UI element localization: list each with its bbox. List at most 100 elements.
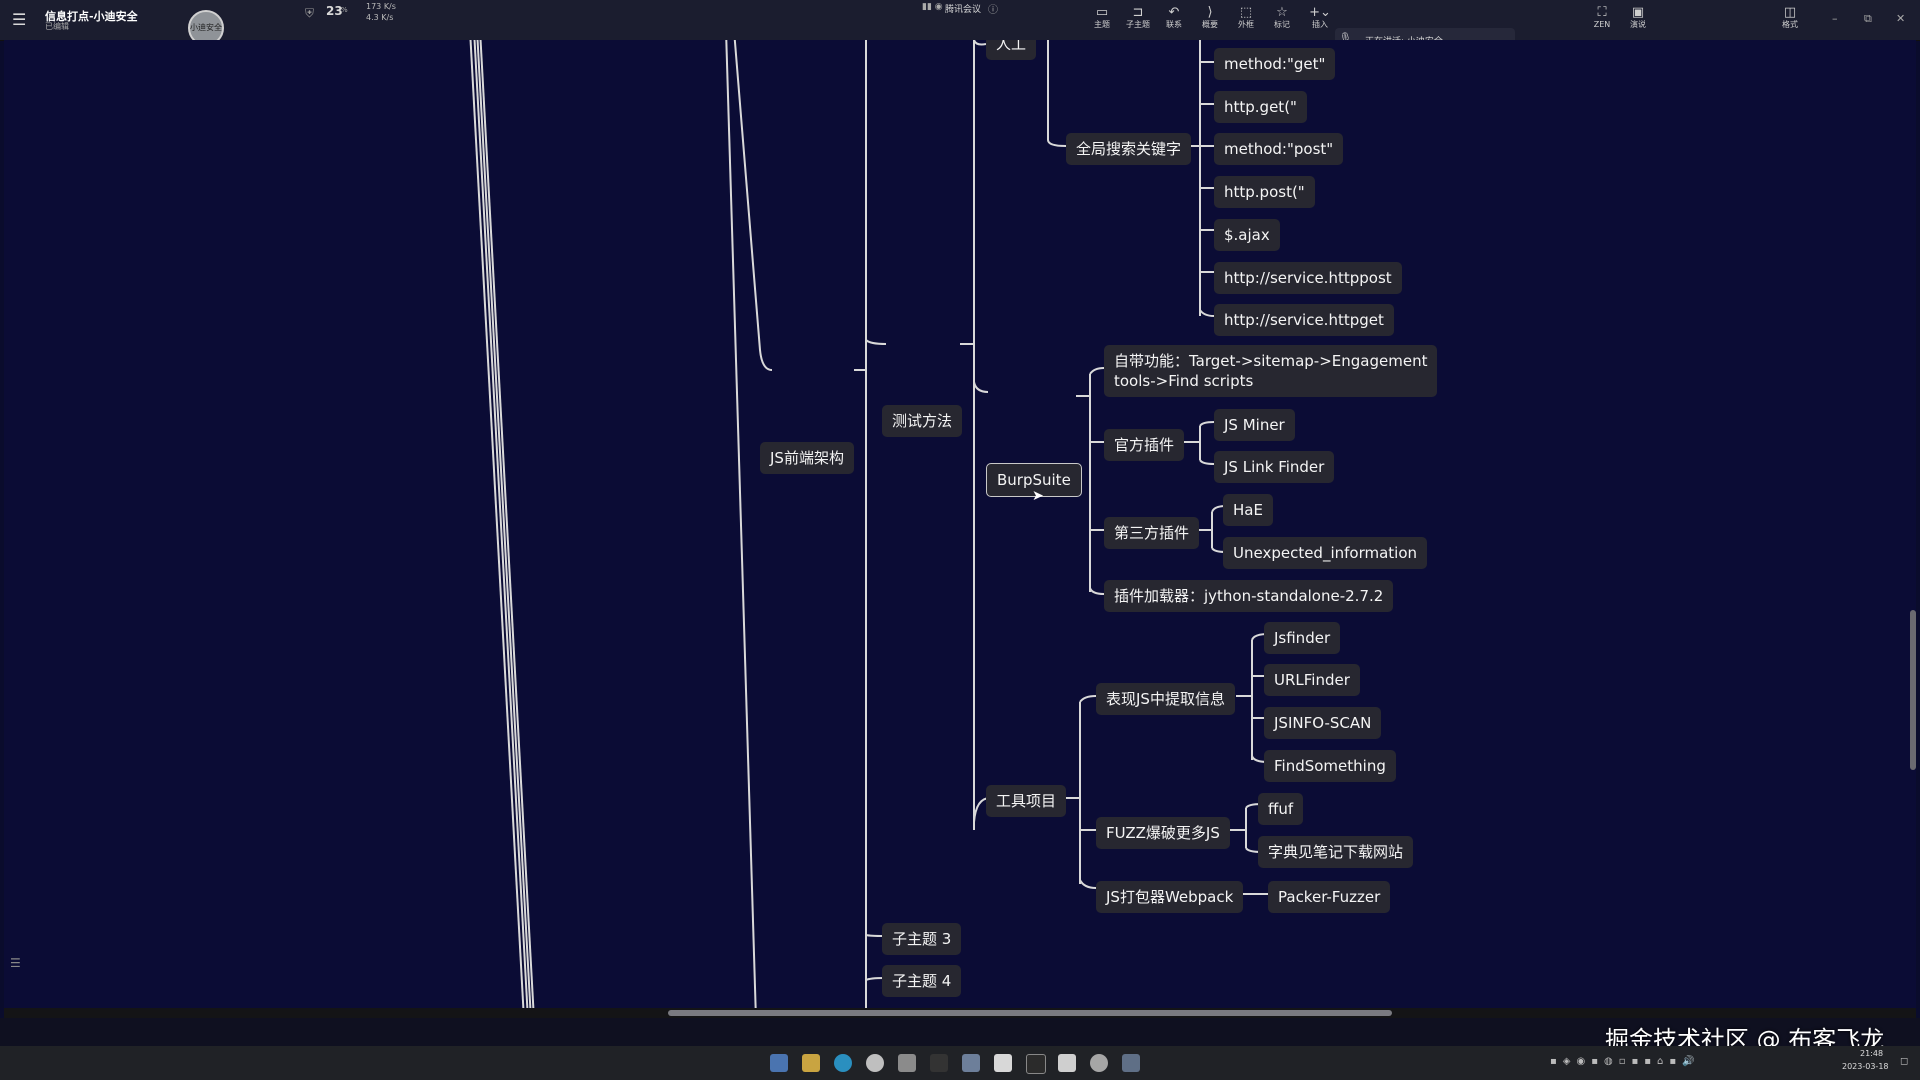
mindmap-canvas[interactable]: 人工 全局搜索关键字 method:"get" http.get(" metho… xyxy=(4,40,1916,1008)
topic-plugin-loader[interactable]: 插件加载器：jython-standalone-2.7.2 xyxy=(1104,580,1394,612)
keyword-service-httpget[interactable]: http://service.httpget xyxy=(1214,304,1394,336)
start-icon[interactable] xyxy=(770,1054,788,1072)
horizontal-scrollbar[interactable] xyxy=(4,1008,1916,1018)
upload-speed: 173 K/s xyxy=(366,2,396,11)
chrome-icon[interactable] xyxy=(866,1054,884,1072)
topic-fuzz-more-js[interactable]: FUZZ爆破更多JS xyxy=(1096,817,1230,849)
keyword-http-get[interactable]: http.get(" xyxy=(1214,91,1307,123)
plugin-js-link-finder[interactable]: JS Link Finder xyxy=(1214,451,1335,483)
topic-burpsuite[interactable]: BurpSuite xyxy=(986,463,1082,497)
boundary-icon: ⬚ xyxy=(1239,5,1253,20)
clock-time[interactable]: 21:48 xyxy=(1860,1049,1884,1058)
topic-extract-js-info[interactable]: 表现JS中提取信息 xyxy=(1096,683,1235,715)
notepad-icon[interactable] xyxy=(1058,1054,1076,1072)
connector xyxy=(973,40,987,46)
tool-findsomething[interactable]: FindSomething xyxy=(1264,750,1396,782)
zen-button[interactable]: ⛶ZEN xyxy=(1585,6,1619,30)
connector xyxy=(473,40,529,1008)
cursor-icon: ➤ xyxy=(1032,488,1044,504)
signal-icon: ▮▮ ◉ xyxy=(922,2,943,12)
boundary-button[interactable]: ⬚外框 xyxy=(1229,6,1263,30)
app-icon[interactable] xyxy=(962,1054,980,1072)
tool-dictionary-download[interactable]: 字典见笔记下载网站 xyxy=(1258,836,1414,868)
status-strip xyxy=(0,1018,1920,1046)
topic-js-frontend[interactable]: JS前端架构 xyxy=(760,442,854,474)
topic-subtopic-4[interactable]: 子主题 4 xyxy=(882,965,962,997)
network-value: 23 xyxy=(326,4,343,18)
file-explorer-icon[interactable] xyxy=(802,1054,820,1072)
minimize-icon[interactable]: – xyxy=(1832,12,1838,25)
microphone-icon: 🎙 xyxy=(1339,33,1352,44)
terminal-icon[interactable] xyxy=(1026,1054,1046,1074)
topic-button[interactable]: ▭主题 xyxy=(1085,6,1119,30)
xmind-icon[interactable] xyxy=(1122,1054,1140,1072)
info-icon[interactable]: ⓘ xyxy=(988,5,998,16)
menu-icon[interactable]: ☰ xyxy=(12,10,27,29)
tool-packer-fuzzer[interactable]: Packer-Fuzzer xyxy=(1268,881,1391,913)
insert-icon: +⌄ xyxy=(1309,5,1331,20)
relation-button[interactable]: ↶联系 xyxy=(1157,6,1191,30)
topic-third-party-plugins[interactable]: 第三方插件 xyxy=(1104,517,1200,549)
keyword-http-post[interactable]: http.post(" xyxy=(1214,176,1315,208)
topic-js-packer-webpack[interactable]: JS打包器Webpack xyxy=(1096,881,1244,913)
topic-test-method[interactable]: 测试方法 xyxy=(882,405,963,437)
plugin-hae[interactable]: HaE xyxy=(1223,494,1273,526)
summary-icon: ⟩ xyxy=(1207,5,1213,20)
connector xyxy=(865,339,887,345)
tool-jsfinder[interactable]: Jsfinder xyxy=(1264,622,1341,654)
connector xyxy=(476,40,532,1008)
document-title: 信息打点-小迪安全 xyxy=(45,10,138,23)
keyword-service-httppost[interactable]: http://service.httppost xyxy=(1214,262,1402,294)
outline-icon[interactable]: ☰ xyxy=(10,956,21,970)
notification-icon[interactable]: ◻ xyxy=(1900,1056,1909,1067)
connector xyxy=(865,934,885,937)
topic-official-plugins[interactable]: 官方插件 xyxy=(1104,429,1185,461)
tool-jsinfo-scan[interactable]: JSINFO-SCAN xyxy=(1264,707,1382,739)
edge-icon[interactable] xyxy=(834,1054,852,1072)
clock-date[interactable]: 2023-03-18 xyxy=(1842,1062,1889,1071)
topic-manual[interactable]: 人工 xyxy=(986,40,1037,60)
avatar-label: 小迪安全 xyxy=(190,23,222,32)
horizontal-scrollbar-thumb[interactable] xyxy=(668,1010,1392,1016)
app-icon[interactable] xyxy=(1090,1054,1108,1072)
format-button[interactable]: ◫格式 xyxy=(1773,6,1807,30)
vertical-scrollbar[interactable] xyxy=(1910,610,1916,770)
connector xyxy=(479,40,535,1008)
app-icon[interactable] xyxy=(994,1054,1012,1072)
topic-subtopic-3[interactable]: 子主题 3 xyxy=(882,923,962,955)
topic-tools[interactable]: 工具项目 xyxy=(986,785,1067,817)
os-taskbar: ▪◈◉▪◍▫▪▪⌂▪🔊 21:48 2023-03-18 ◻ xyxy=(0,1046,1920,1080)
download-speed: 4.3 K/s xyxy=(366,13,394,22)
connector xyxy=(1199,459,1215,465)
connector xyxy=(733,40,773,371)
app-icon[interactable] xyxy=(898,1054,916,1072)
topic-global-search[interactable]: 全局搜索关键字 xyxy=(1066,133,1192,165)
connector xyxy=(1089,367,1105,375)
app-icon[interactable] xyxy=(930,1054,948,1072)
document-status: 已编辑 xyxy=(45,22,69,31)
connector xyxy=(1047,40,1067,147)
plugin-js-miner[interactable]: JS Miner xyxy=(1214,409,1295,441)
keyword-method-post[interactable]: method:"post" xyxy=(1214,133,1344,165)
topic-builtin-feature[interactable]: 自带功能：Target->sitemap->Engagement tools->… xyxy=(1104,345,1438,397)
connector xyxy=(469,40,525,1008)
meeting-label[interactable]: 腾讯会议 xyxy=(945,5,982,15)
marker-button[interactable]: ☆标记 xyxy=(1265,6,1299,30)
restore-icon[interactable]: ⧉ xyxy=(1864,12,1872,25)
system-tray-icons[interactable]: ▪◈◉▪◍▫▪▪⌂▪🔊 xyxy=(1550,1056,1701,1067)
connector xyxy=(1079,695,1097,703)
summary-button[interactable]: ⟩概要 xyxy=(1193,6,1227,30)
connector xyxy=(1199,421,1215,427)
connector xyxy=(1199,309,1215,317)
present-button[interactable]: ▣演说 xyxy=(1621,6,1655,30)
tool-urlfinder[interactable]: URLFinder xyxy=(1264,664,1360,696)
close-icon[interactable]: ✕ xyxy=(1896,12,1906,25)
marker-icon: ☆ xyxy=(1276,5,1288,20)
subtopic-button[interactable]: ⊐子主题 xyxy=(1121,6,1155,30)
keyword-method-get[interactable]: method:"get" xyxy=(1214,48,1336,80)
keyword-ajax[interactable]: $.ajax xyxy=(1214,219,1280,251)
tool-ffuf[interactable]: ffuf xyxy=(1258,793,1304,825)
relation-icon: ↶ xyxy=(1168,5,1180,20)
insert-button[interactable]: +⌄插入 xyxy=(1303,6,1337,30)
plugin-unexpected-information[interactable]: Unexpected_information xyxy=(1223,537,1428,569)
